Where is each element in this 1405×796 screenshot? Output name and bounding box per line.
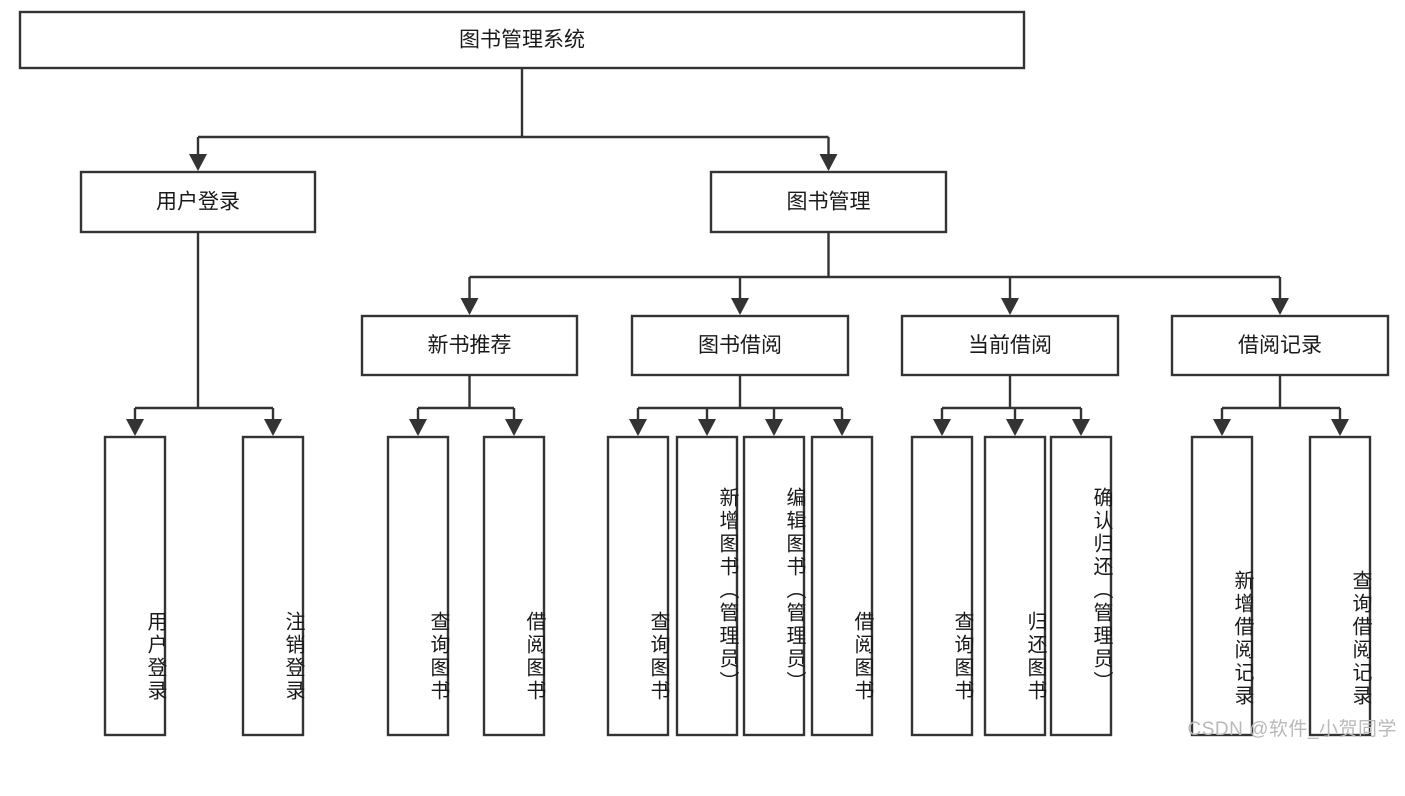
node-box-leaf-add-borrow-record[interactable] <box>1190 435 1254 737</box>
node-box-leaf-borrow-book-2[interactable] <box>810 435 874 737</box>
node-label-book-manage: 图书管理 <box>787 191 871 214</box>
connectors-layer <box>126 68 1349 436</box>
node-label-root: 图书管理系统 <box>459 29 585 52</box>
node-box-leaf-query-borrow-record[interactable] <box>1308 435 1372 737</box>
node-label-book-borrow: 图书借阅 <box>698 334 782 357</box>
arrow-head-to-leaf-user-logout <box>264 419 282 436</box>
arrow-head-to-current-borrow <box>1001 298 1019 315</box>
node-box-book-borrow[interactable] <box>630 314 850 377</box>
arrow-head-to-leaf-edit-book-admin <box>765 419 783 436</box>
node-label-borrow-record: 借阅记录 <box>1238 334 1322 357</box>
node-box-leaf-borrow-book-1[interactable] <box>482 435 546 737</box>
arrow-head-to-book-borrow <box>731 298 749 315</box>
arrow-head-to-leaf-borrow-book-2 <box>833 419 851 436</box>
arrow-head-to-new-book-recommend <box>460 298 479 315</box>
node-label-user-login: 用户登录 <box>156 191 240 214</box>
node-box-leaf-query-book-1[interactable] <box>386 435 450 737</box>
node-box-leaf-user-login[interactable] <box>103 435 167 737</box>
node-label-new-book-recommend: 新书推荐 <box>428 334 512 357</box>
node-box-user-login[interactable] <box>79 170 317 234</box>
node-box-leaf-user-logout[interactable] <box>241 435 305 737</box>
csdn-watermark: CSDN @软件_小贺同学 <box>1187 719 1397 740</box>
node-boxes-layer <box>18 10 1390 737</box>
arrow-head-to-leaf-add-borrow-record <box>1213 419 1231 436</box>
node-box-leaf-query-book-3[interactable] <box>910 435 974 737</box>
arrow-head-to-leaf-query-book-1 <box>409 419 427 436</box>
flowchart-canvas: 图书管理系统用户登录图书管理新书推荐图书借阅当前借阅借阅记录 用户登录注销登录查… <box>18 10 1397 740</box>
arrow-head-to-leaf-query-book-2 <box>629 419 647 436</box>
node-box-borrow-record[interactable] <box>1170 314 1390 377</box>
arrow-head-to-leaf-query-borrow-record <box>1331 419 1349 436</box>
node-box-new-book-recommend[interactable] <box>360 314 579 377</box>
arrow-head-to-leaf-query-book-3 <box>933 419 951 436</box>
node-box-leaf-return-book[interactable] <box>983 435 1047 737</box>
arrow-head-to-leaf-confirm-return-admin <box>1072 419 1090 436</box>
node-box-book-manage[interactable] <box>709 170 948 234</box>
arrow-head-to-user-login <box>189 154 207 171</box>
arrow-head-to-book-manage <box>819 154 838 171</box>
node-box-leaf-query-book-2[interactable] <box>606 435 670 737</box>
node-box-leaf-edit-book-admin[interactable] <box>742 435 806 737</box>
node-box-leaf-add-book-admin[interactable] <box>675 435 739 737</box>
arrow-head-to-borrow-record <box>1271 298 1289 315</box>
node-box-root[interactable] <box>18 10 1026 70</box>
node-box-current-borrow[interactable] <box>900 314 1120 377</box>
node-box-leaf-confirm-return-admin[interactable] <box>1049 435 1113 737</box>
arrow-head-to-leaf-borrow-book-1 <box>505 419 523 436</box>
node-label-current-borrow: 当前借阅 <box>968 334 1052 357</box>
arrow-head-to-leaf-return-book <box>1006 419 1024 436</box>
arrow-head-to-leaf-user-login <box>126 419 144 436</box>
arrow-head-to-leaf-add-book-admin <box>698 419 716 436</box>
